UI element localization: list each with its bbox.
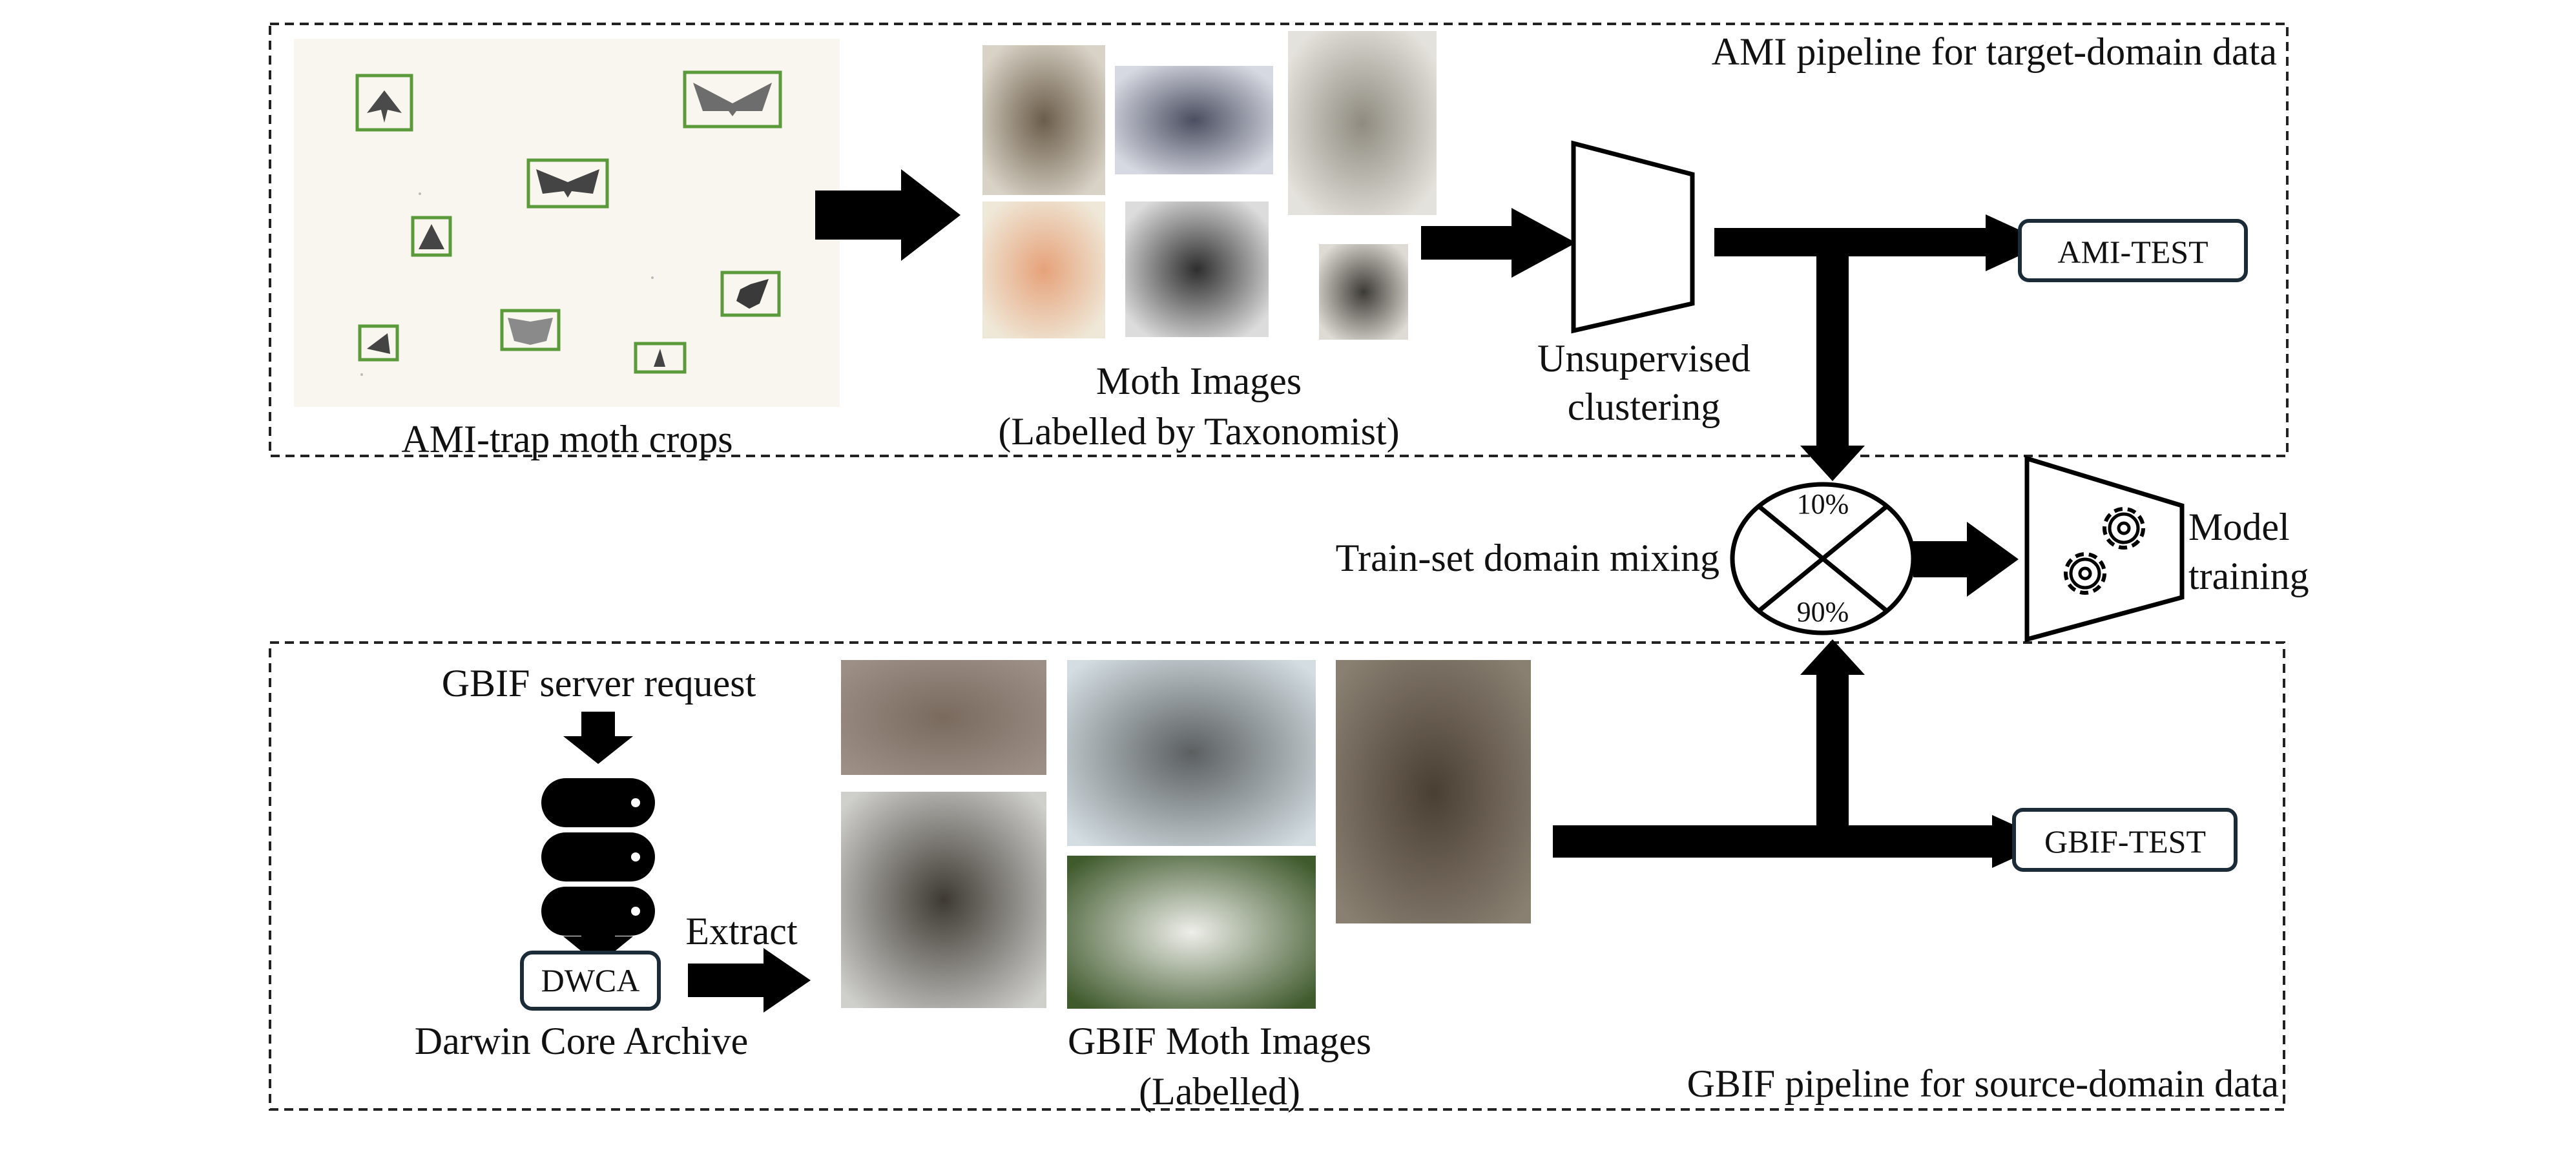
dwca-label: DWCA [541,962,640,998]
domain-mixing-node: 10% 90% [1730,482,1916,635]
detection-box [526,158,609,209]
detection-box [355,74,413,132]
arrow-down [1800,446,1865,481]
moth-photo [1288,31,1437,215]
moth-photo [1336,660,1531,923]
moth-photo [841,660,1046,775]
moth-photo [1115,66,1273,174]
arrow-up [1800,639,1865,675]
arrow-right [1986,214,2048,271]
moth-photo [982,201,1105,338]
gbif-moth-images [841,660,1531,1009]
model-label: Model [2188,506,2290,548]
arrow-down [563,922,633,965]
arrow-right [1421,208,1576,278]
detection-box [634,342,687,374]
detection-box [411,216,452,257]
clustering-label: Unsupervised [1537,337,1750,380]
trap-crops-caption: AMI-trap moth crops [401,418,732,460]
dwca-box: DWCA [520,951,661,1011]
arrow-right [688,948,811,1013]
moth-photo [841,792,1046,1008]
detection-box [720,271,781,317]
ami-moth-images [982,31,1437,340]
ami-section-title: AMI pipeline for target-domain data [1712,30,2277,73]
mixing-bottom-percent: 90% [1797,596,1849,628]
gbif-test-box: GBIF-TEST [2012,808,2238,872]
model-label-sub: training [2188,555,2309,597]
mixing-top-percent: 10% [1797,488,1849,520]
gbif-images-caption-sub: (Labelled) [1139,1070,1300,1113]
connector-line [1714,228,1986,256]
ami-trap-panel [294,39,840,407]
moth-photo [1067,660,1316,846]
darwin-core-caption: Darwin Core Archive [415,1020,749,1062]
detection-box [500,309,561,351]
detection-box [683,70,782,129]
gear-icon [2064,552,2106,595]
ami-test-label: AMI-TEST [2057,234,2208,270]
arrow-down [563,712,633,764]
moth-photo [1319,244,1408,340]
arrow-right [1913,522,2019,597]
moth-photo [982,45,1105,195]
model-training-block [2024,455,2185,643]
ami-test-box: AMI-TEST [2018,219,2248,282]
connector-line [1553,825,1992,858]
moth-photo [1125,201,1269,337]
arrow-right [815,169,961,261]
gbif-section-title: GBIF pipeline for source-domain data [1687,1062,2279,1105]
detection-box [358,324,399,362]
mixing-label: Train-set domain mixing [1336,537,1719,579]
gbif-section-box [269,641,2285,1111]
connector-line [1816,228,1849,460]
clustering-encoder [1571,140,1695,334]
ami-section-box [269,23,2289,457]
moth-images-caption: Moth Images [1096,360,1302,402]
moth-images-caption-sub: (Labelled by Taxonomist) [998,410,1399,453]
gbif-images-caption: GBIF Moth Images [1068,1020,1371,1062]
moth-photo [1067,856,1316,1009]
database-icon [541,778,655,936]
gbif-test-label: GBIF-TEST [2044,823,2206,860]
gear-icon [2103,507,2145,550]
extract-label: Extract [685,910,798,953]
connector-line [1816,672,1849,858]
gbif-server-request: GBIF server request [442,662,756,705]
clustering-label-sub: clustering [1568,386,1721,428]
